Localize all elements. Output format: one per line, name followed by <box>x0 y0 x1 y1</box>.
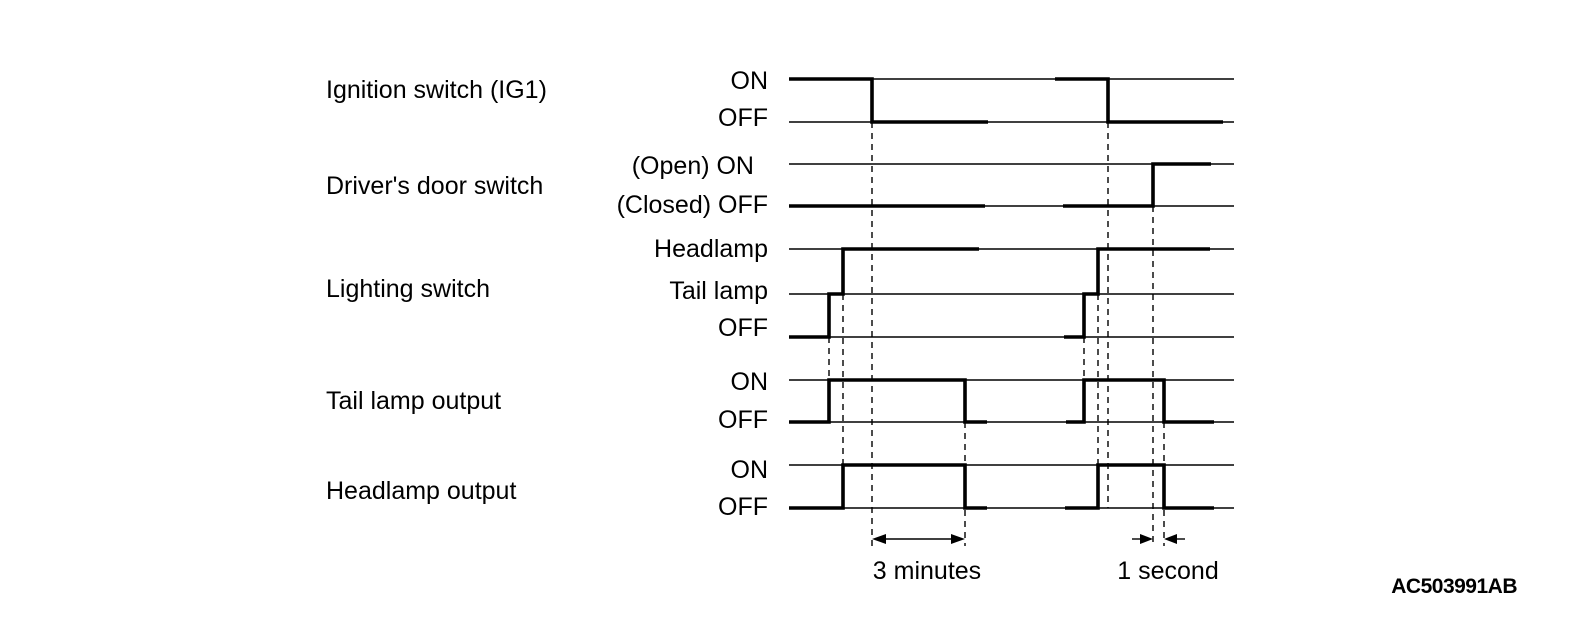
waveform-ignition-1 <box>789 77 988 124</box>
waveform-tail-output-1 <box>789 378 987 424</box>
figure-reference-code: AC503991AB <box>1391 575 1517 598</box>
arrow-right-icon <box>1140 534 1153 544</box>
level-label-ignition-on: ON <box>731 67 769 95</box>
level-label-lighting-headlamp: Headlamp <box>654 235 768 263</box>
reference-lines <box>789 78 1234 509</box>
level-label-door-open: (Open) ON <box>632 152 754 180</box>
level-label-lighting-tail: Tail lamp <box>669 277 768 305</box>
signal-label-door: Driver's door switch <box>326 172 543 200</box>
level-label-head-output-off: OFF <box>718 493 768 521</box>
level-label-tail-output-on: ON <box>731 368 769 396</box>
waveform-head-output-1 <box>789 463 987 510</box>
signal-label-tail-output: Tail lamp output <box>326 387 501 415</box>
waveform-tail-output-2 <box>1066 378 1214 424</box>
level-label-tail-output-off: OFF <box>718 406 768 434</box>
arrow-left-icon <box>1164 534 1177 544</box>
signal-label-head-output: Headlamp output <box>326 477 516 505</box>
waveform-head-output-2 <box>1065 463 1214 510</box>
waveform-lighting-2 <box>1064 247 1210 339</box>
level-label-lighting-off: OFF <box>718 314 768 342</box>
waveforms <box>789 77 1223 510</box>
arrow-left-icon <box>872 534 886 544</box>
level-label-ignition-off: OFF <box>718 104 768 132</box>
waveform-door-2 <box>1063 162 1211 208</box>
signal-label-ignition: Ignition switch (IG1) <box>326 76 547 104</box>
interval-label-first: 3 minutes <box>873 557 981 585</box>
signal-label-lighting: Lighting switch <box>326 275 490 303</box>
level-label-door-closed: (Closed) OFF <box>617 191 768 219</box>
waveform-lighting-1 <box>789 247 979 339</box>
dimension-three-minutes <box>872 534 965 544</box>
level-label-head-output-on: ON <box>731 456 769 484</box>
interval-label-second: 1 second <box>1117 557 1218 585</box>
arrow-right-icon <box>951 534 965 544</box>
dimension-one-second <box>1132 534 1185 544</box>
timing-guides <box>828 122 1165 546</box>
waveform-ignition-2 <box>1055 77 1223 124</box>
